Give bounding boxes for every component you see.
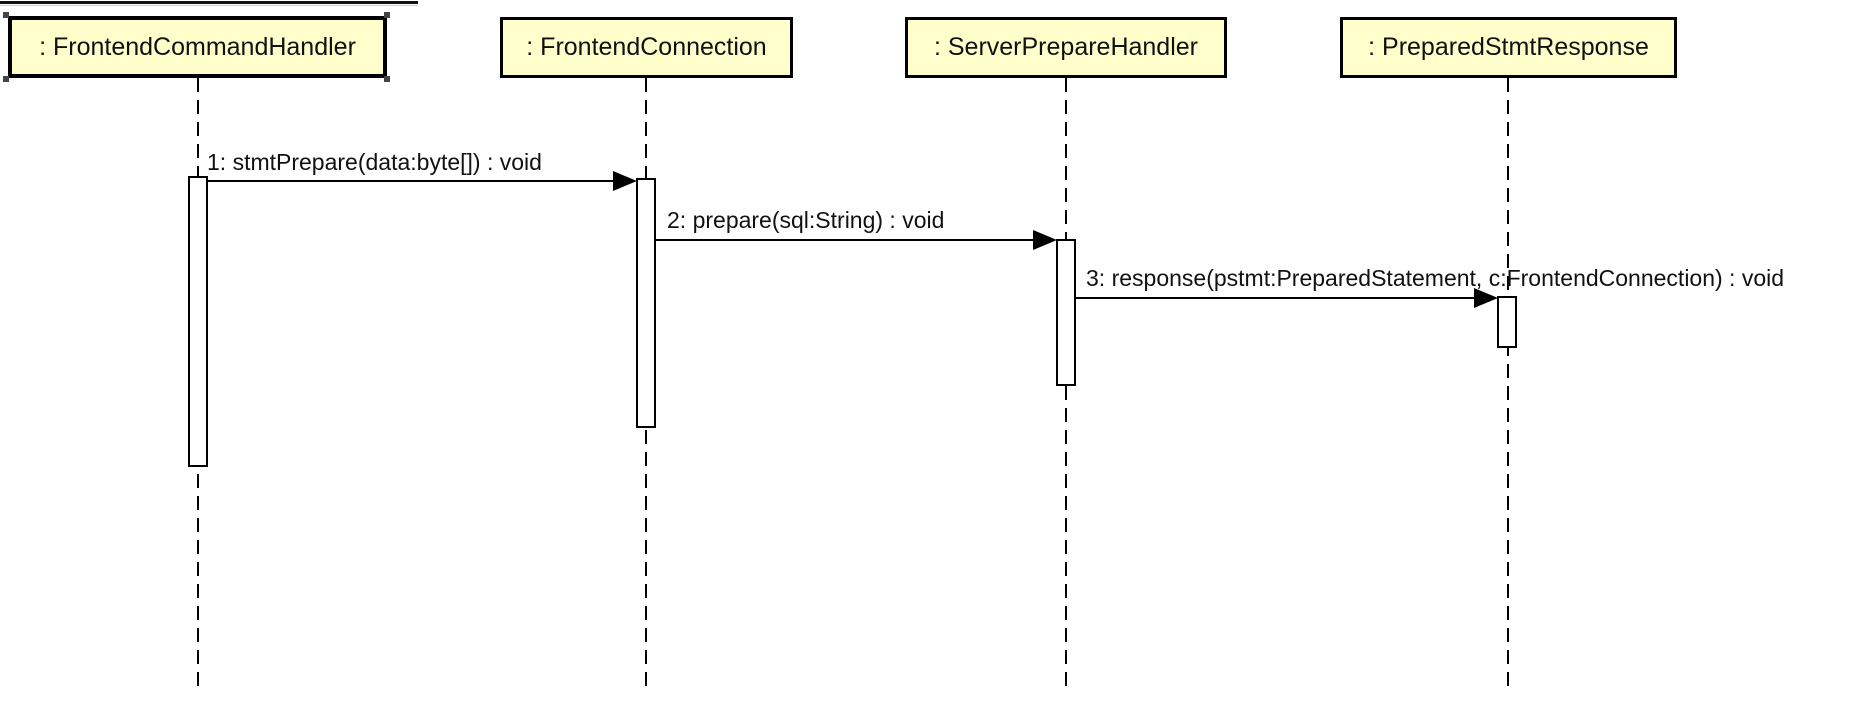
top-border-artifact	[0, 1, 418, 4]
top-border-artifact-shadow	[0, 5, 418, 6]
message-2-label[interactable]: 2: prepare(sql:String) : void	[667, 207, 945, 233]
actor-label: : ServerPrepareHandler	[933, 33, 1198, 61]
message-3-label[interactable]: 3: response(pstmt:PreparedStatement, c:F…	[1086, 265, 1785, 291]
actor-box-frontendcommandhandler[interactable]: : FrontendCommandHandler	[8, 16, 387, 78]
activation-bar-frontendconnection[interactable]	[636, 178, 656, 428]
selection-handle[interactable]	[3, 12, 9, 18]
selection-handle[interactable]	[3, 76, 9, 82]
message-2-line[interactable]	[654, 239, 1035, 241]
message-1-arrowhead-icon	[613, 171, 637, 191]
message-1-label[interactable]: 1: stmtPrepare(data:byte[]) : void	[207, 149, 542, 175]
message-1-line[interactable]	[206, 180, 615, 182]
selection-handle[interactable]	[384, 12, 390, 18]
actor-box-preparedstmtresponse[interactable]: : PreparedStmtResponse	[1340, 17, 1677, 78]
selection-handle[interactable]	[384, 76, 390, 82]
lifeline-preparedstmtresponse[interactable]	[1507, 78, 1509, 690]
activation-bar-serverpreparehandler[interactable]	[1056, 239, 1076, 386]
actor-label: : FrontendCommandHandler	[39, 32, 356, 61]
activation-bar-frontendcommandhandler[interactable]	[188, 176, 208, 467]
actor-box-frontendconnection[interactable]: : FrontendConnection	[500, 17, 793, 78]
actor-label: : FrontendConnection	[526, 33, 767, 61]
message-3-line[interactable]	[1074, 297, 1475, 299]
message-3-arrowhead-icon	[1474, 288, 1498, 308]
actor-label: : PreparedStmtResponse	[1368, 33, 1649, 61]
activation-bar-preparedstmtresponse[interactable]	[1497, 296, 1517, 348]
actor-box-serverpreparehandler[interactable]: : ServerPrepareHandler	[905, 17, 1227, 78]
message-2-arrowhead-icon	[1033, 230, 1057, 250]
